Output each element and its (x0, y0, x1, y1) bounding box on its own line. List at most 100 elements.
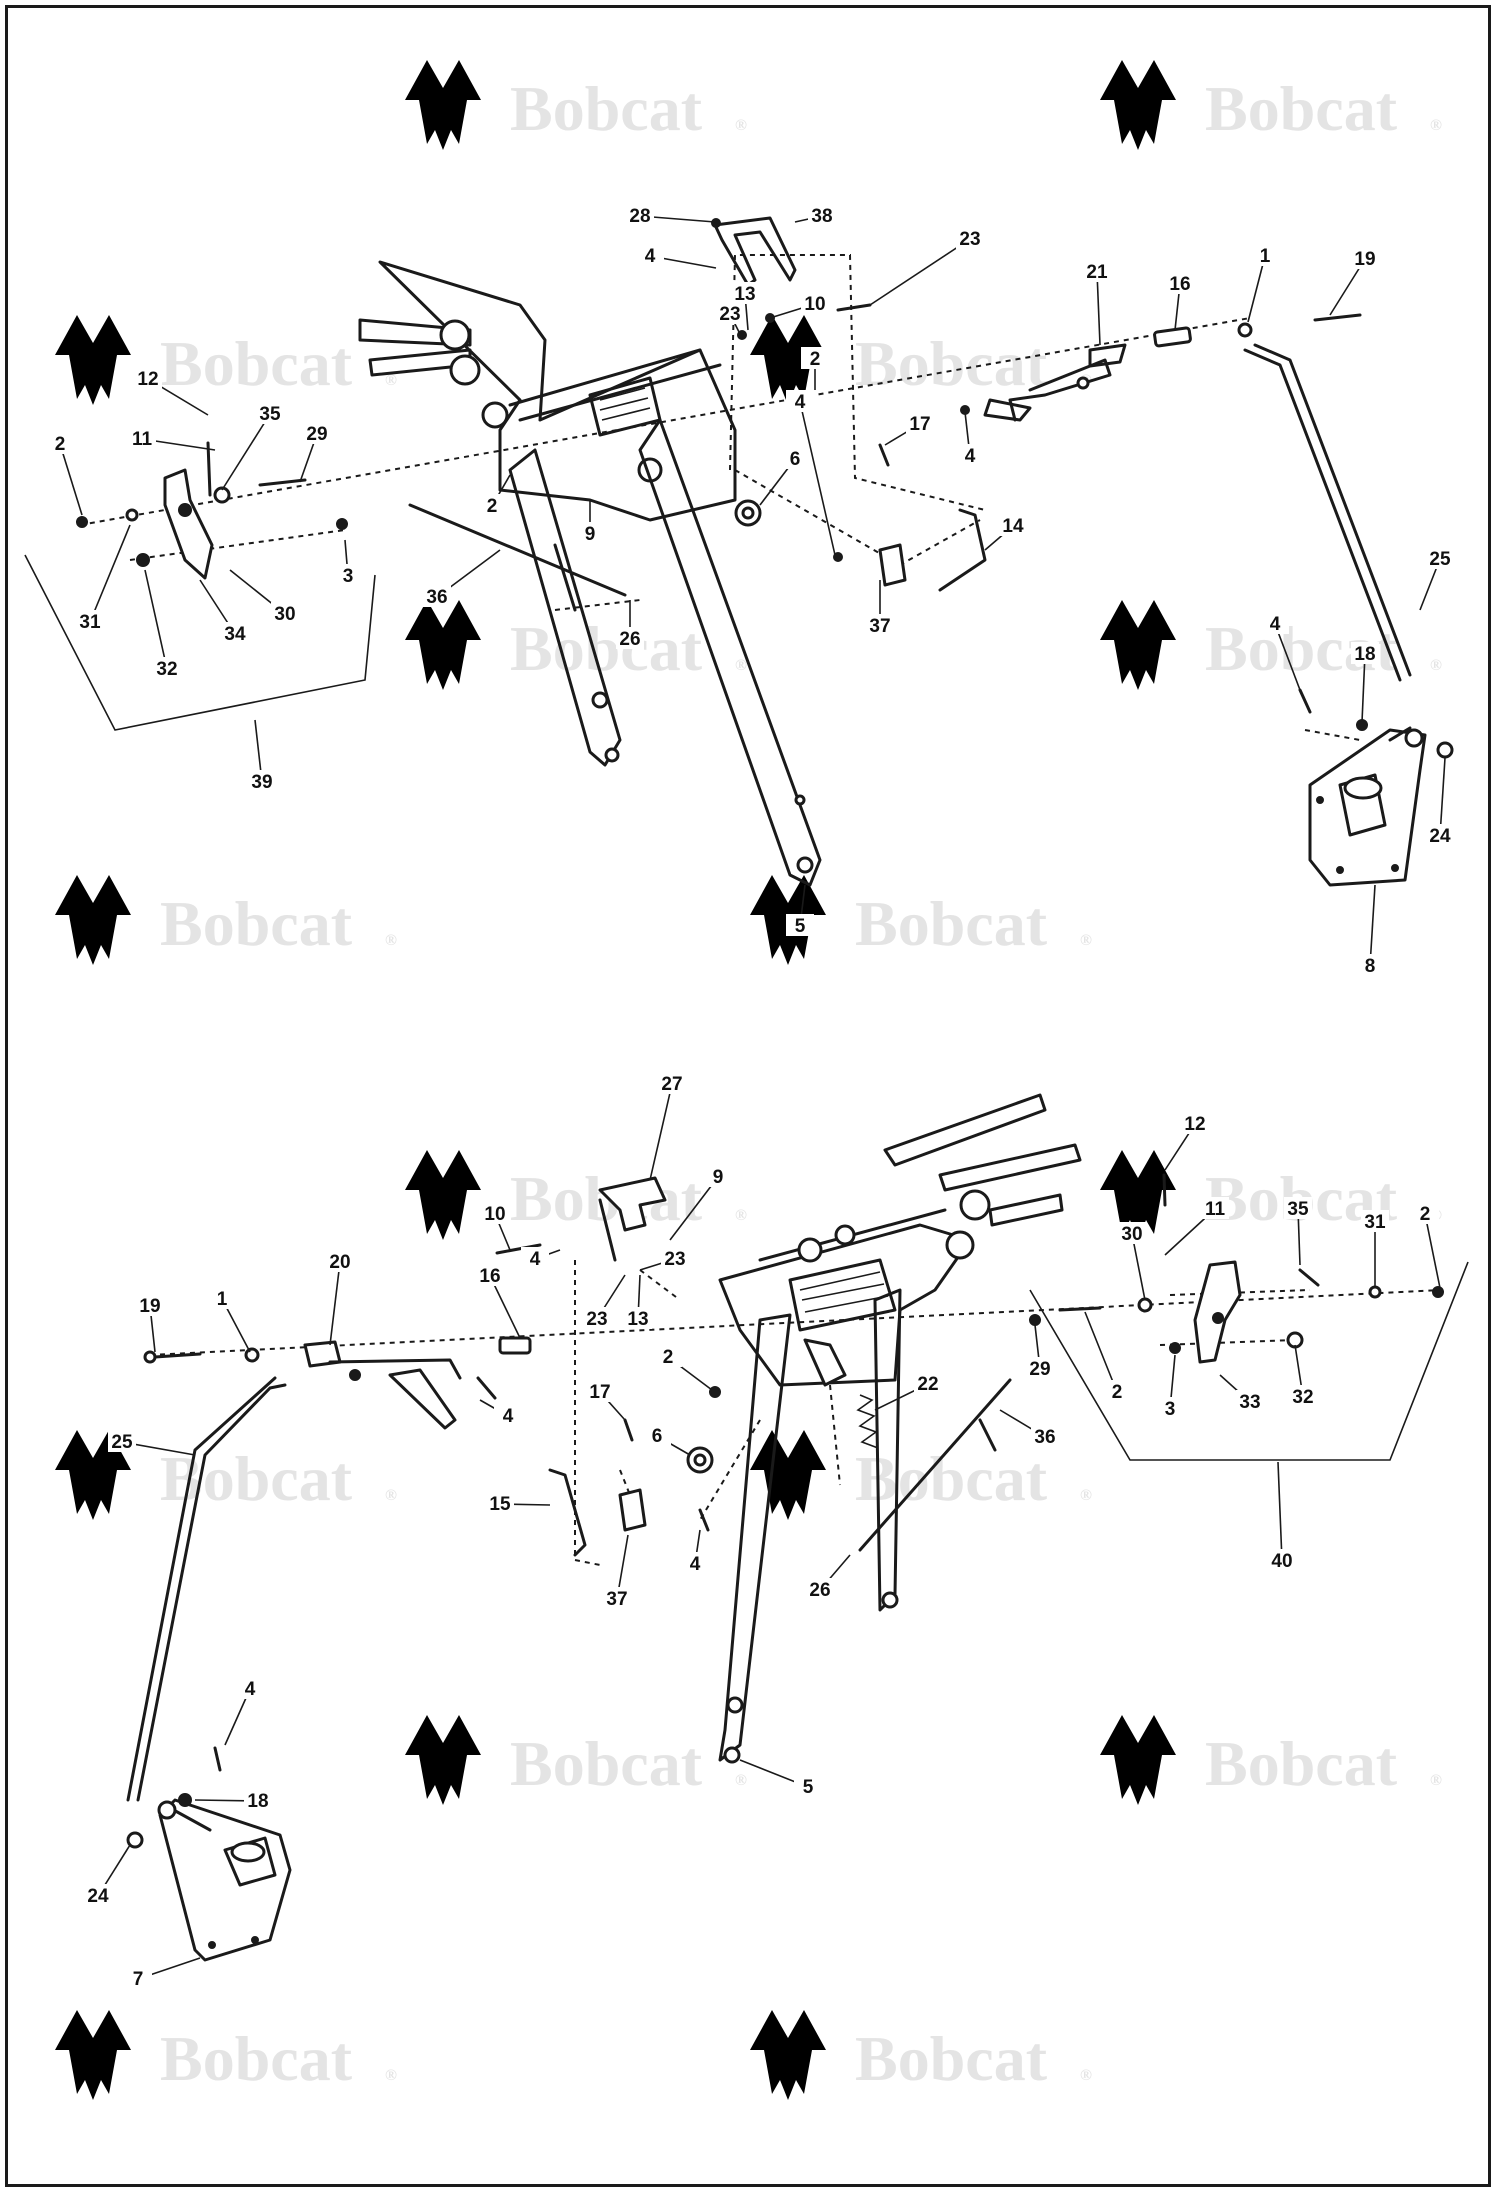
lower-callout-11: 11 (1205, 1199, 1226, 1220)
callout-label-bg (236, 1677, 264, 1699)
callout-label-bg (521, 1247, 549, 1269)
callout-leader-line (89, 524, 131, 623)
upper-callout-3: 3 (343, 566, 354, 587)
upper-callout-12: 12 (137, 369, 158, 390)
callout-label-bg (1351, 642, 1379, 664)
callout-label-bg (1289, 1385, 1317, 1407)
lower-callout-32: 32 (1292, 1387, 1313, 1408)
callout-label-bg (476, 1264, 504, 1286)
lower-callout-4: 4 (530, 1249, 541, 1270)
callout-label-bg (271, 602, 299, 624)
bobcat-watermark: Bobcat® (405, 60, 747, 150)
callout-label-bg (1118, 1222, 1146, 1244)
callout-label-bg (76, 610, 104, 632)
callout-leader-line (1424, 1213, 1441, 1289)
bobcat-watermark: Bobcat® (1100, 60, 1442, 150)
callout-label-bg (481, 1202, 509, 1224)
callout-label-bg (643, 1424, 671, 1446)
bobcat-watermark: Bobcat® (55, 2010, 397, 2100)
lower-callout-27: 27 (661, 1074, 682, 1095)
bobcat-logo-icon (750, 1430, 826, 1520)
lower-callout-2: 2 (663, 1347, 674, 1368)
callout-label-bg (128, 427, 156, 449)
callout-label-bg (636, 244, 664, 266)
callout-label-bg (576, 522, 604, 544)
watermark-registered-mark: ® (385, 372, 397, 389)
lower-callout-16: 16 (479, 1266, 500, 1287)
callout-label-bg (303, 422, 331, 444)
callout-leader-line (1277, 1461, 1283, 1562)
upper-callout-23: 23 (959, 229, 980, 250)
callout-label-bg (704, 1165, 732, 1187)
callout-label-bg (801, 347, 829, 369)
callout-leader-line (1084, 1311, 1118, 1393)
bobcat-watermark: Bobcat® (750, 315, 1092, 405)
bobcat-watermark: Bobcat® (55, 1430, 397, 1520)
lower-callout-7: 7 (133, 1969, 144, 1990)
upper-callout-6: 6 (790, 449, 801, 470)
upper-callout-19: 19 (1354, 249, 1375, 270)
callout-label-bg (914, 1372, 942, 1394)
callout-label-bg (1201, 1197, 1229, 1219)
callout-label-bg (256, 402, 284, 424)
upper-callout-4: 4 (795, 392, 806, 413)
watermark-registered-mark: ® (1080, 2067, 1092, 2084)
upper-callout-35: 35 (259, 404, 281, 425)
watermark-registered-mark: ® (385, 1487, 397, 1504)
callout-leader-line (669, 1176, 719, 1241)
lower-callout-25: 25 (111, 1432, 133, 1453)
callout-label-bg (794, 1775, 822, 1797)
callout-label-bg (244, 1789, 272, 1811)
callout-leader-line (221, 413, 271, 491)
lower-callout-4: 4 (245, 1679, 256, 1700)
bobcat-logo-icon (750, 2010, 826, 2100)
callout-leader-line (1369, 884, 1376, 967)
callout-label-bg (716, 302, 744, 324)
callout-label-bg (136, 1294, 164, 1316)
lower-callout-13: 13 (627, 1309, 648, 1330)
upper-callout-14: 14 (1002, 516, 1024, 537)
callout-label-bg (956, 444, 984, 466)
lower-callout-36: 36 (1034, 1427, 1055, 1448)
watermark-registered-mark: ® (735, 117, 747, 134)
callout-leader-line (1247, 255, 1266, 323)
callout-leader-line (1131, 1233, 1146, 1301)
watermark-registered-mark: ® (735, 657, 747, 674)
callout-label-bg (1031, 1425, 1059, 1447)
callout-label-bg (1351, 247, 1379, 269)
upper-callout-30: 30 (274, 604, 295, 625)
callout-label-bg (658, 1072, 686, 1094)
upper-callout-29: 29 (306, 424, 327, 445)
watermark-registered-mark: ® (735, 1772, 747, 1789)
bobcat-logo-icon (55, 315, 131, 405)
upper-callout-39: 39 (251, 772, 272, 793)
watermark-text: Bobcat (855, 1443, 1048, 1514)
callout-leader-line (1439, 757, 1446, 837)
watermark-text: Bobcat (160, 888, 353, 959)
callout-label-bg (801, 292, 829, 314)
upper-callout-4: 4 (1270, 614, 1281, 635)
callout-label-bg (616, 627, 644, 649)
callout-label-bg (1361, 1210, 1389, 1232)
callout-label-bg (221, 622, 249, 644)
callout-leader-line (489, 1275, 521, 1339)
upper-callout-2: 2 (487, 496, 498, 517)
callout-label-bg (866, 614, 894, 636)
bobcat-logo-icon (405, 60, 481, 150)
callout-label-bg (134, 367, 162, 389)
callout-leader-line (869, 238, 971, 306)
lower-callout-4: 4 (503, 1406, 514, 1427)
callout-label-bg (1268, 1549, 1296, 1571)
bobcat-logo-icon (1100, 1715, 1176, 1805)
bobcat-watermark: Bobcat® (405, 1150, 747, 1240)
upper-callout-37: 37 (869, 616, 890, 637)
diagram-frame (5, 5, 1491, 2187)
callout-leader-line (144, 569, 168, 670)
lower-callout-19: 19 (139, 1296, 160, 1317)
bobcat-watermark: Bobcat® (1100, 1150, 1442, 1240)
bobcat-watermark: Bobcat® (750, 875, 1092, 965)
bobcat-logo-icon (405, 1715, 481, 1805)
callout-label-bg (1166, 272, 1194, 294)
callout-label-bg (806, 1578, 834, 1600)
